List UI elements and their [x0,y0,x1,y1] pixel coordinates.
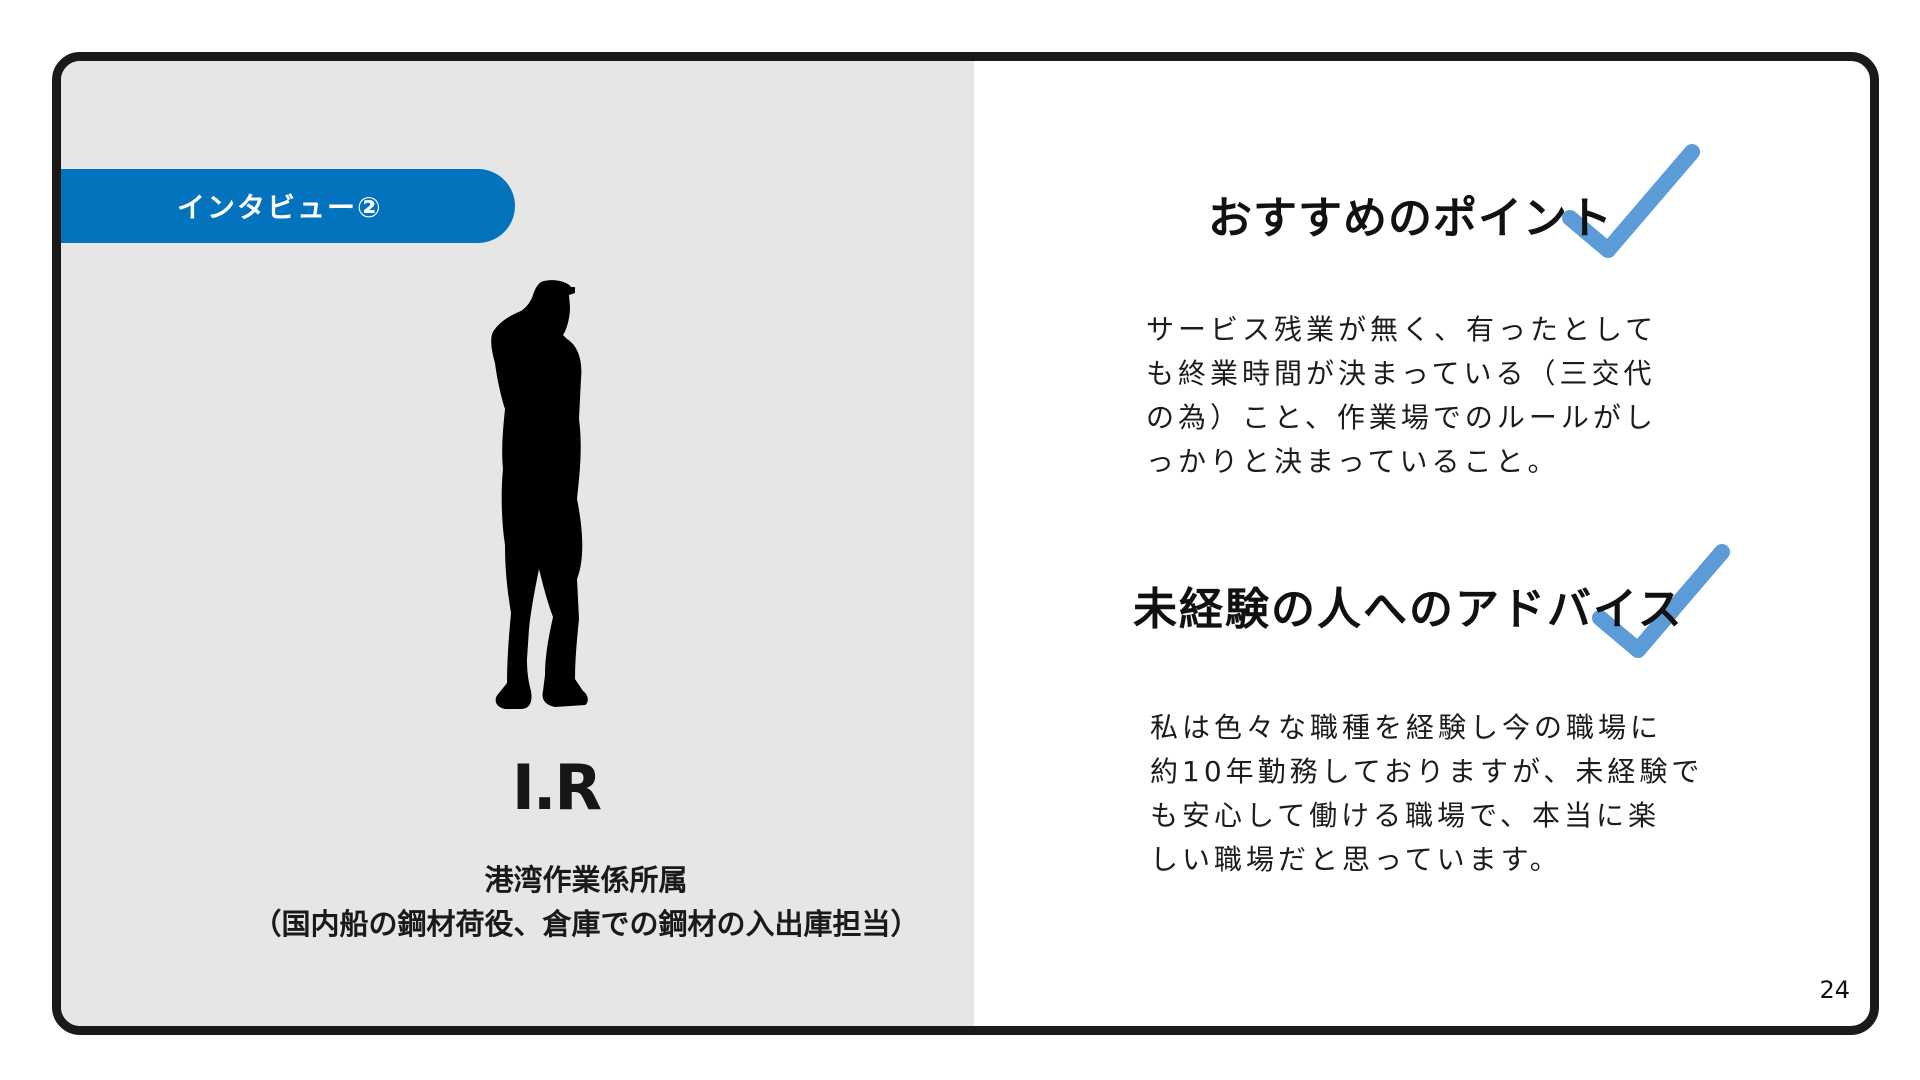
page-number: 24 [1819,976,1850,1004]
body-line: も安心して働ける職場で、本当に楽 [1150,799,1661,832]
checkmark-icon [1592,544,1730,658]
interview-tag: インタビュー② [61,169,515,243]
body-line: っかりと決まっていること。 [1146,445,1560,478]
body-line: サービス残業が無く、有ったとして [1146,313,1658,346]
body-line: 約10年勤務しておりますが、未経験で [1150,755,1704,788]
body-line: の為）こと、作業場でのルールがし [1146,401,1657,434]
checkmark-icon [1562,144,1700,258]
body-line: しい職場だと思っています。 [1150,843,1562,876]
person-role: （国内船の鋼材荷役、倉庫での鋼材の入出庫担当） [252,907,920,941]
person-department: 港湾作業係所属 [484,863,688,897]
section-heading-recommend: おすすめのポイント [1208,193,1613,244]
interview-tag-label: インタビュー② [177,191,383,224]
body-line: も終業時間が決まっている（三交代 [1146,357,1656,390]
profile-panel: インタビュー② I.R 港湾作業係所属 （国内船の鋼材荷役、倉庫での鋼材の入出庫… [61,61,974,1026]
worker-silhouette-icon [491,280,588,709]
section-heading-advice: 未経験の人へのアドバイス [1133,584,1684,635]
section-body-recommend: サービス残業が無く、有ったとして も終業時間が決まっている（三交代 の為）こと、… [1146,308,1706,484]
person-name: I.R [511,751,602,824]
section-body-advice: 私は色々な職種を経験し今の職場に 約10年勤務しておりますが、未経験で も安心し… [1150,706,1710,882]
body-line: 私は色々な職種を経験し今の職場に [1150,711,1663,744]
